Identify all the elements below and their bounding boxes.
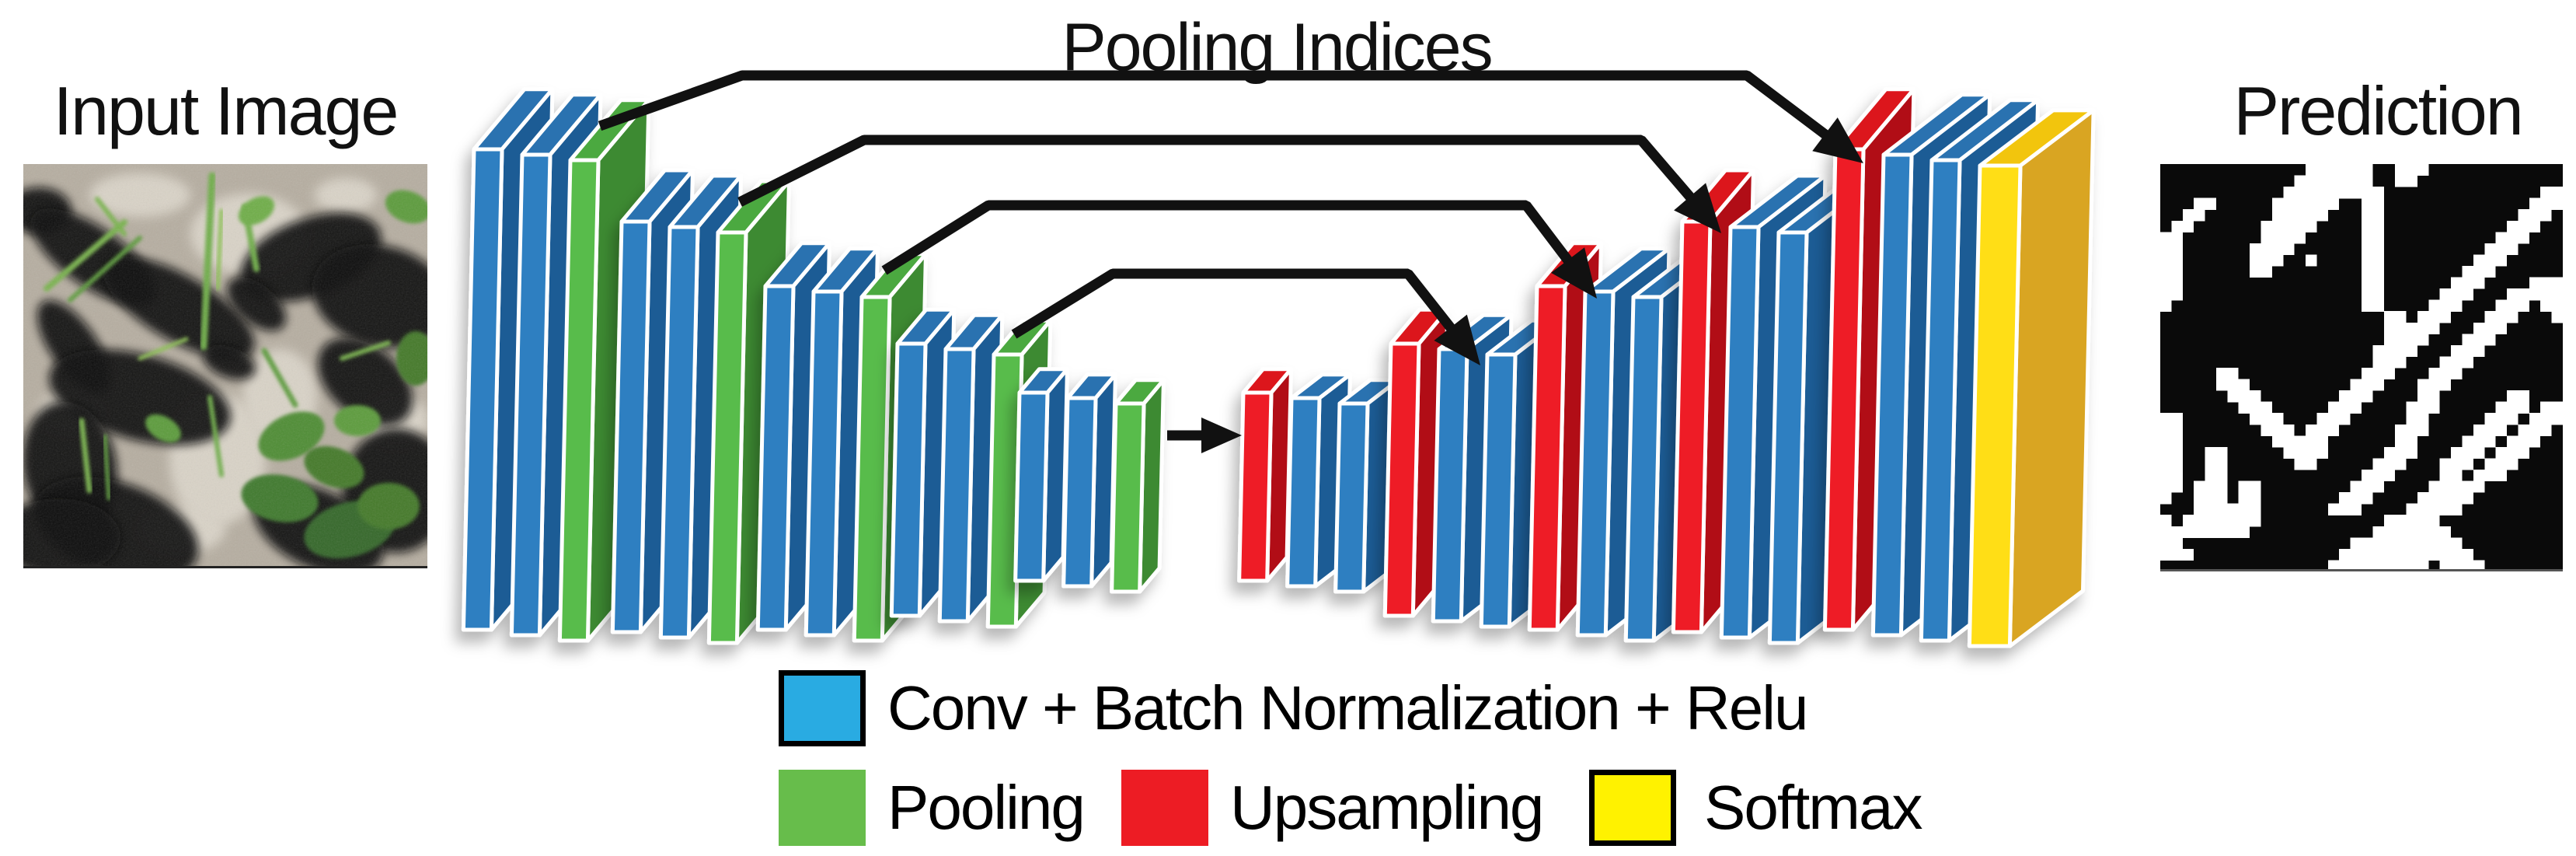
prediction-label: Prediction [2233, 72, 2523, 149]
legend-label-conv: Conv + Batch Normalization + Relu [887, 673, 1808, 742]
legend-label-pooling: Pooling [887, 773, 1086, 842]
input-image-label: Input Image [53, 72, 399, 149]
legend-swatch-pooling [779, 770, 866, 846]
legend-swatch-softmax [1589, 770, 1676, 846]
legend-label-upsampling: Upsampling [1230, 773, 1544, 842]
input-image-photo [23, 164, 427, 568]
legend-label-softmax: Softmax [1704, 773, 1922, 842]
legend-swatch-conv [779, 670, 866, 746]
legend-swatch-upsampling [1121, 770, 1208, 846]
prediction-mask [2160, 164, 2563, 571]
